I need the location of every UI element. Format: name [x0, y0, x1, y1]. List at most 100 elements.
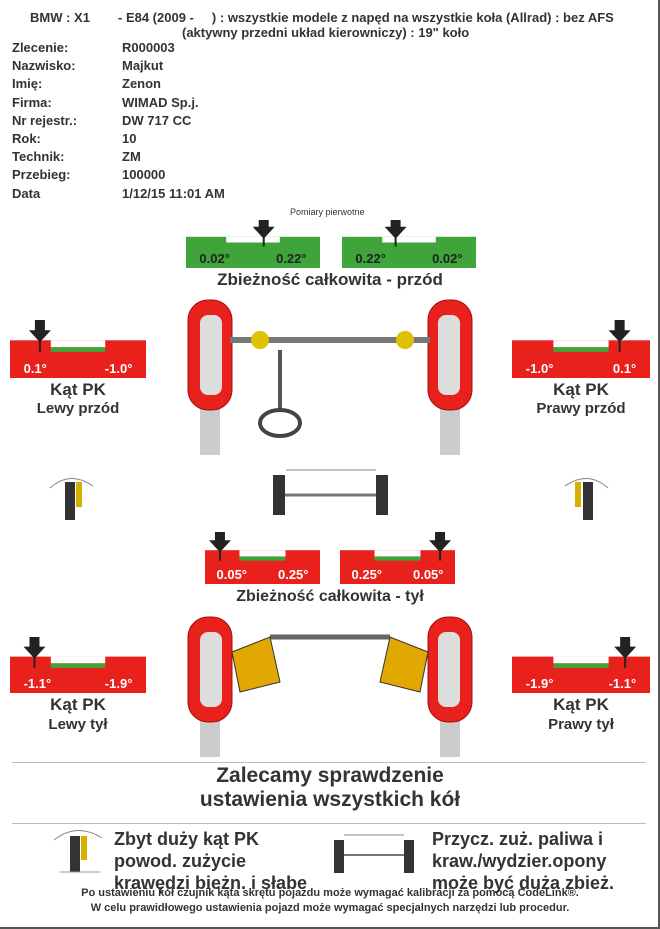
toe-icon [273, 469, 388, 515]
tolerance-band [239, 556, 286, 561]
rear-toe-left-gauge: 0.05° 0.25° [205, 532, 320, 584]
front-toe-right-gauge: 0.22° 0.02° [342, 220, 476, 268]
footer-note-2: W celu prawidłowego ustawienia pojazd mo… [90, 902, 570, 914]
divider [12, 762, 646, 763]
gauge-value-right: 0.1° [612, 361, 637, 376]
tolerance-notch [226, 236, 280, 243]
tolerance-band [50, 347, 106, 352]
rear-toe-title: Zbieżność całkowita - tył [236, 588, 424, 605]
indicator-arrow-icon [429, 532, 452, 553]
info-value: 1/12/15 11:01 AM [122, 185, 225, 201]
tolerance-notch [553, 340, 609, 348]
info-label: Imię: [12, 76, 43, 92]
vehicle-model: - E84 (2009 - ) : wszystkie modele z nap… [118, 10, 614, 25]
tolerance-notch [50, 340, 106, 348]
recommendation-line2: ustawienia wszystkich kół [199, 788, 461, 811]
info-value: Zenon [122, 76, 161, 92]
gauge-value-right: -1.9° [104, 676, 133, 691]
info-value: R000003 [122, 40, 175, 55]
indicator-arrow-icon [384, 220, 407, 239]
front-right-camber-title: Kąt PK [553, 380, 609, 399]
info-value: WIMAD Sp.j. [122, 94, 199, 110]
camber-tip: Zbyt duży kąt PK powod. zużycie krawędzi… [114, 828, 307, 894]
camber-tip-line: powod. zużycie [114, 851, 247, 871]
toe-tip: Przycz. zuż. paliwa i kraw./wydzier.opon… [432, 828, 614, 894]
info-label: Nr rejestr.: [12, 112, 78, 128]
tolerance-notch [239, 550, 286, 557]
front-right-camber-gauge: -1.0° 0.1° [512, 320, 650, 378]
gauge-value-right: 0.02° [432, 251, 463, 266]
rear-toe-right-gauge: 0.25° 0.05° [340, 532, 455, 584]
front-toe-title: Zbieżność całkowita - przód [217, 270, 443, 289]
gauge-value-left: 0.02° [199, 251, 230, 266]
footer-note-1: Po ustawieniu kół czujnik kąta skrętu po… [81, 887, 579, 899]
info-value: Majkut [122, 58, 164, 74]
toe-tip-line: kraw./wydzier.opony [432, 851, 607, 871]
info-label: Rok: [12, 131, 41, 146]
indicator-arrow-icon [208, 532, 231, 553]
rear-right-camber-subtitle: Prawy tył [548, 716, 614, 733]
recommendation-line1: Zalecamy sprawdzenie [216, 764, 444, 787]
tolerance-band [226, 242, 280, 247]
rear-left-camber-title: Kąt PK [50, 695, 106, 714]
indicator-arrow-icon [608, 320, 631, 343]
divider [12, 823, 646, 824]
camber-tip-line: krawędzi bieżn. i słabe [114, 873, 308, 893]
info-label: Zlecenie: [12, 40, 69, 55]
rear-right-camber-title: Kąt PK [553, 695, 609, 714]
front-axle-illustration [187, 299, 473, 455]
toe-tip-icon [334, 834, 414, 873]
rear-axle-illustration [187, 616, 473, 757]
toe-tip-line: może być duża zbież. [432, 873, 615, 893]
indicator-arrow-icon [614, 637, 637, 659]
tolerance-notch [374, 550, 421, 557]
vehicle-model-line2: (aktywny przedni układ kierowniczy) : 19… [182, 25, 470, 40]
indicator-arrow-icon [28, 320, 51, 343]
indicator-arrow-icon [252, 220, 275, 239]
info-value: 10 [122, 131, 137, 146]
indicator-arrow-icon [23, 637, 46, 659]
gauge-value-right: 0.25° [277, 567, 309, 582]
tolerance-band [50, 663, 106, 668]
tolerance-notch [382, 236, 436, 243]
camber-tip-line: Zbyt duży kąt PK [114, 829, 260, 849]
gauge-value-left: 0.1° [23, 361, 47, 376]
front-toe-left-gauge: 0.02° 0.22° [186, 220, 320, 268]
gauge-value-left: 0.05° [216, 567, 248, 582]
info-label: Nazwisko: [12, 58, 76, 74]
camber-icon-left [49, 478, 94, 520]
info-label: Data [12, 185, 41, 201]
vehicle-make: BMW : X1 [30, 10, 90, 25]
gauge-value-right: 0.22° [276, 251, 307, 266]
rear-right-camber-gauge: -1.9° -1.1° [512, 637, 650, 693]
rear-left-camber-subtitle: Lewy tył [48, 716, 108, 733]
rear-left-camber-gauge: -1.1° -1.9° [10, 637, 146, 693]
front-left-camber-title: Kąt PK [50, 380, 106, 399]
tolerance-band [382, 242, 436, 247]
initial-measurements-caption: Pomiary pierwotne [290, 207, 365, 217]
gauge-value-left: -1.1° [23, 676, 52, 691]
info-value: DW 717 CC [122, 112, 192, 128]
gauge-value-left: 0.25° [351, 567, 383, 582]
info-value: 100000 [122, 167, 166, 183]
tolerance-band [553, 663, 609, 668]
gauge-value-right: 0.05° [412, 567, 444, 582]
front-left-camber-subtitle: Lewy przód [36, 400, 120, 417]
tolerance-notch [553, 656, 609, 664]
gauge-value-right: -1.1° [608, 676, 637, 691]
gauge-value-left: -1.0° [525, 361, 554, 376]
tolerance-band [553, 347, 609, 352]
info-label: Technik: [12, 149, 65, 165]
info-label: Przebieg: [12, 167, 71, 183]
camber-icon-right [564, 478, 609, 520]
gauge-value-left: -1.9° [525, 676, 554, 691]
camber-tip-icon [53, 830, 103, 873]
info-label: Firma: [12, 94, 52, 110]
tolerance-notch [50, 656, 106, 664]
toe-tip-line: Przycz. zuż. paliwa i [432, 829, 604, 849]
tolerance-band [374, 556, 421, 561]
gauge-value-left: 0.22° [355, 251, 386, 266]
front-left-camber-gauge: 0.1° -1.0° [10, 320, 146, 378]
info-value: ZM [122, 149, 141, 165]
